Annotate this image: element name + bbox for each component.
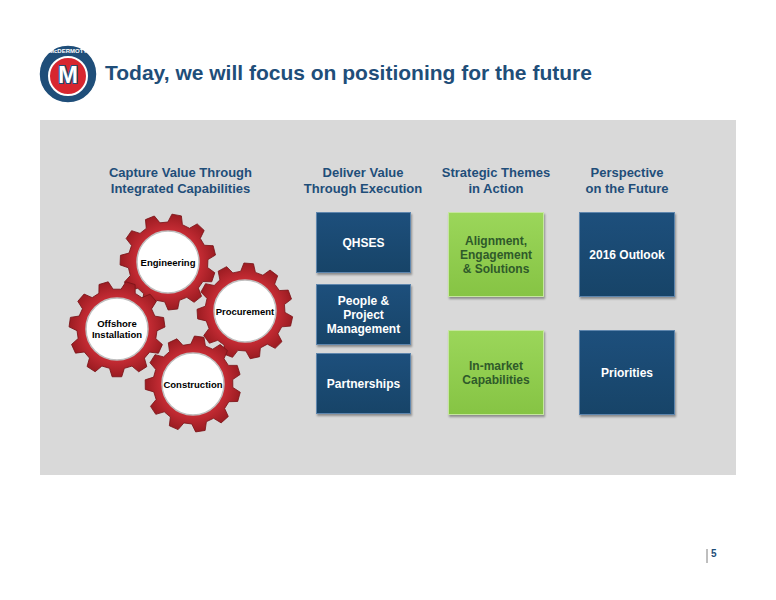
box-label: QHSES: [342, 236, 384, 250]
gear-teeth: [195, 261, 294, 360]
gear-teeth: [143, 334, 243, 434]
process-box: Partnerships: [316, 353, 411, 414]
slide-title: Today, we will focus on positioning for …: [105, 61, 592, 85]
page-number: 5: [711, 548, 725, 559]
gear-hub: [162, 353, 224, 415]
gear-hub: [137, 231, 199, 293]
box-label: 2016 Outlook: [589, 248, 664, 262]
column-heading: Deliver Value Through Execution: [298, 165, 428, 197]
grey-panel: [40, 120, 736, 475]
gear-label-area: Procurement: [195, 261, 295, 361]
gear-hub: [86, 298, 148, 360]
box-label: Alignment, Engagement & Solutions: [457, 234, 535, 276]
theme-box: Alignment, Engagement & Solutions: [448, 212, 544, 297]
theme-box: In-market Capabilities: [448, 330, 544, 415]
gear-hub: [214, 280, 276, 342]
box-label: Partnerships: [327, 377, 400, 391]
logo-center: [49, 57, 87, 95]
gear-label: Offshore Installation: [86, 318, 148, 340]
logo-ring: [39, 45, 97, 103]
process-box: People & Project Management: [316, 284, 411, 345]
box-label: In-market Capabilities: [457, 359, 535, 387]
logo-letter: M: [53, 59, 83, 91]
gear-label: Engineering: [137, 257, 199, 268]
box-label: People & Project Management: [325, 294, 402, 336]
column-heading: Strategic Themes in Action: [437, 165, 555, 197]
process-box: 2016 Outlook: [579, 212, 675, 297]
box-label: Priorities: [601, 366, 653, 380]
column-heading: Perspective on the Future: [581, 165, 673, 197]
gear-node: Procurement: [195, 261, 295, 361]
page-divider: [707, 549, 708, 563]
gear-label: Construction: [162, 379, 224, 390]
gear-node: Construction: [143, 334, 243, 434]
column-heading: Capture Value Through Integrated Capabil…: [98, 165, 263, 197]
gear-label: Procurement: [214, 306, 276, 317]
process-box: QHSES: [316, 212, 411, 273]
logo-wordmark: McDERMOTT: [42, 48, 94, 54]
process-box: Priorities: [579, 330, 675, 415]
gear-label-area: Construction: [143, 334, 243, 434]
